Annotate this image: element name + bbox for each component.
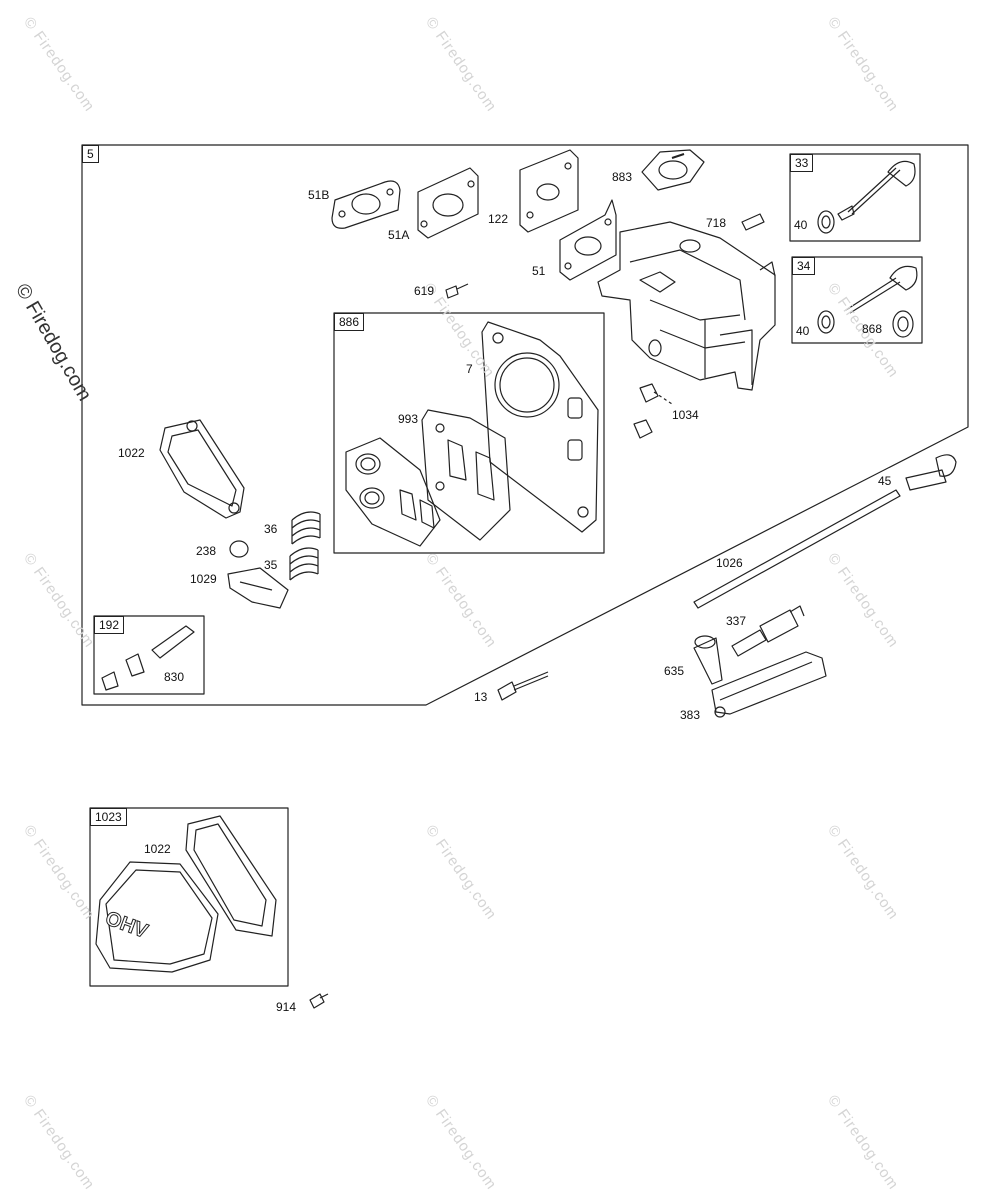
- rotator-830: [101, 625, 195, 691]
- part-label: 1022: [144, 842, 171, 856]
- ignition-383: [711, 651, 827, 718]
- part-label: 40: [794, 218, 808, 232]
- box-label-33: 33: [790, 154, 814, 172]
- box-label-886: 886: [334, 313, 365, 331]
- retainer-40a: [817, 210, 835, 234]
- spring-36: [291, 511, 321, 545]
- main-assembly-outline: [81, 144, 969, 706]
- part-label: 1022: [118, 446, 145, 460]
- part-label: 635: [664, 664, 685, 678]
- gasket-51: [559, 199, 617, 281]
- part-label: 993: [398, 412, 419, 426]
- cap-238: [229, 540, 249, 558]
- part-label: 883: [612, 170, 633, 184]
- part-label: 35: [264, 558, 278, 572]
- rocker-gasket-1022: [159, 419, 245, 519]
- cylinder-head: [597, 221, 776, 391]
- head-gasket-7: [481, 321, 599, 533]
- plate-1029: [227, 567, 289, 609]
- rod-45: [905, 454, 957, 491]
- part-label: 914: [276, 1000, 297, 1014]
- plate-122: [519, 149, 579, 233]
- part-label: 337: [726, 614, 747, 628]
- screw-619: [445, 283, 469, 299]
- valve-cover: [95, 861, 219, 973]
- box-label-main: 5: [82, 145, 99, 163]
- part-label: 1034: [672, 408, 699, 422]
- part-label: 1026: [716, 556, 743, 570]
- valve-34: [845, 265, 918, 314]
- part-label: 45: [878, 474, 892, 488]
- rotator-192-box: [93, 615, 205, 695]
- pin-718: [741, 213, 765, 231]
- part-label: 51A: [388, 228, 410, 242]
- part-label: 122: [488, 212, 509, 226]
- part-label: 830: [164, 670, 185, 684]
- breather-gasket: [345, 437, 441, 547]
- part-label: 51: [532, 264, 546, 278]
- screw-914: [309, 993, 329, 1009]
- part-label: 13: [474, 690, 488, 704]
- part-label: 718: [706, 216, 727, 230]
- part-label: 7: [466, 362, 473, 376]
- spring-35: [289, 547, 319, 581]
- retainer-40b: [817, 310, 835, 334]
- gasket-51a: [417, 167, 479, 239]
- rod-1026: [693, 489, 901, 609]
- box-label-192: 192: [94, 616, 125, 634]
- box-label-34: 34: [792, 257, 816, 275]
- part-label: 40: [796, 324, 810, 338]
- part-label: 1029: [190, 572, 217, 586]
- valve-33: [837, 160, 916, 221]
- part-label: 36: [264, 522, 278, 536]
- valve-33-box: [789, 153, 921, 242]
- bolt-13: [497, 671, 549, 701]
- gasket-883: [641, 149, 705, 191]
- box-label-1023: 1023: [90, 808, 127, 826]
- seal-868: [892, 310, 914, 338]
- part-label: 238: [196, 544, 217, 558]
- cover-1023-box: [89, 807, 289, 987]
- part-label: 619: [414, 284, 435, 298]
- gasket-set-box: [333, 312, 605, 554]
- part-label: 383: [680, 708, 701, 722]
- fitting-635: [693, 635, 723, 685]
- gasket-51b: [331, 180, 401, 229]
- part-label: 51B: [308, 188, 330, 202]
- valve-34-box: [791, 256, 923, 344]
- part-label: 868: [862, 322, 883, 336]
- spark-plug-337: [731, 605, 805, 657]
- gasket-993: [421, 409, 511, 541]
- cover-gasket-1022: [185, 815, 277, 937]
- cover-logo-text: OHV: [102, 907, 151, 943]
- clips-1034: [633, 383, 673, 439]
